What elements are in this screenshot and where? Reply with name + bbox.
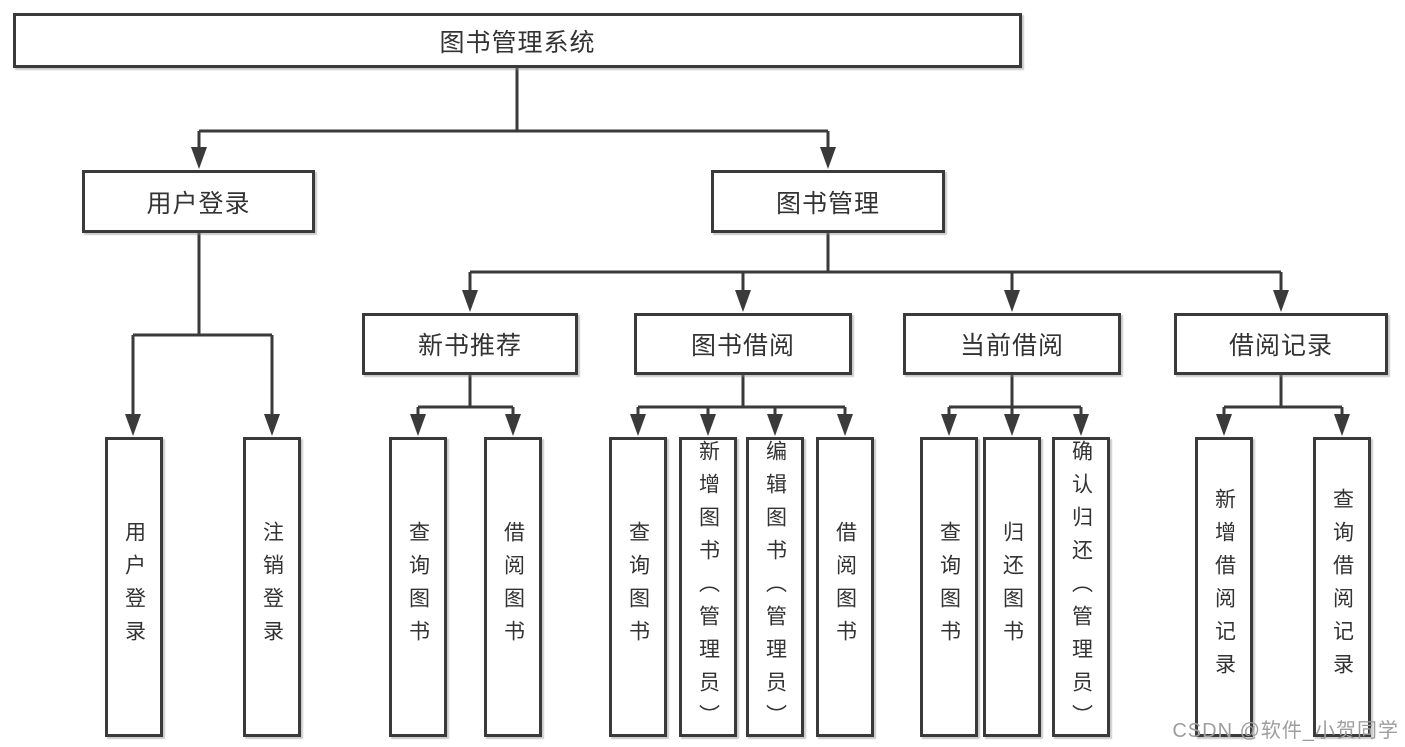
leaf-user-login: 用户登录 <box>105 437 163 737</box>
node-book-management: 图书管理 <box>711 170 945 233</box>
node-book-borrowing: 图书借阅 <box>634 313 852 375</box>
leaf-confirm-return-admin: 确认归还（管理员） <box>1052 437 1110 737</box>
node-borrowing-records: 借阅记录 <box>1174 313 1388 375</box>
leaf-add-book-admin: 新增图书（管理员） <box>679 437 737 737</box>
leaf-query-book: 查询图书 <box>609 437 667 737</box>
leaf-query-borrow-record: 查询借阅记录 <box>1313 437 1371 737</box>
leaf-edit-book-admin: 编辑图书（管理员） <box>746 437 804 737</box>
node-current-borrowing: 当前借阅 <box>903 313 1121 375</box>
leaf-return-book: 归还图书 <box>983 437 1041 737</box>
leaf-borrow-book: 借阅图书 <box>484 437 542 737</box>
leaf-add-borrow-record: 新增借阅记录 <box>1195 437 1253 737</box>
leaf-query-book: 查询图书 <box>920 437 978 737</box>
csdn-watermark: CSDN @软件_小贺同学 <box>1172 720 1399 742</box>
node-root-system: 图书管理系统 <box>13 13 1022 68</box>
arrowheads <box>125 147 1350 436</box>
node-new-book-recommendation: 新书推荐 <box>362 313 578 375</box>
leaf-borrow-book: 借阅图书 <box>816 437 874 737</box>
leaf-logout: 注销登录 <box>243 437 301 737</box>
node-user-login: 用户登录 <box>82 170 315 233</box>
leaf-query-book: 查询图书 <box>389 437 447 737</box>
